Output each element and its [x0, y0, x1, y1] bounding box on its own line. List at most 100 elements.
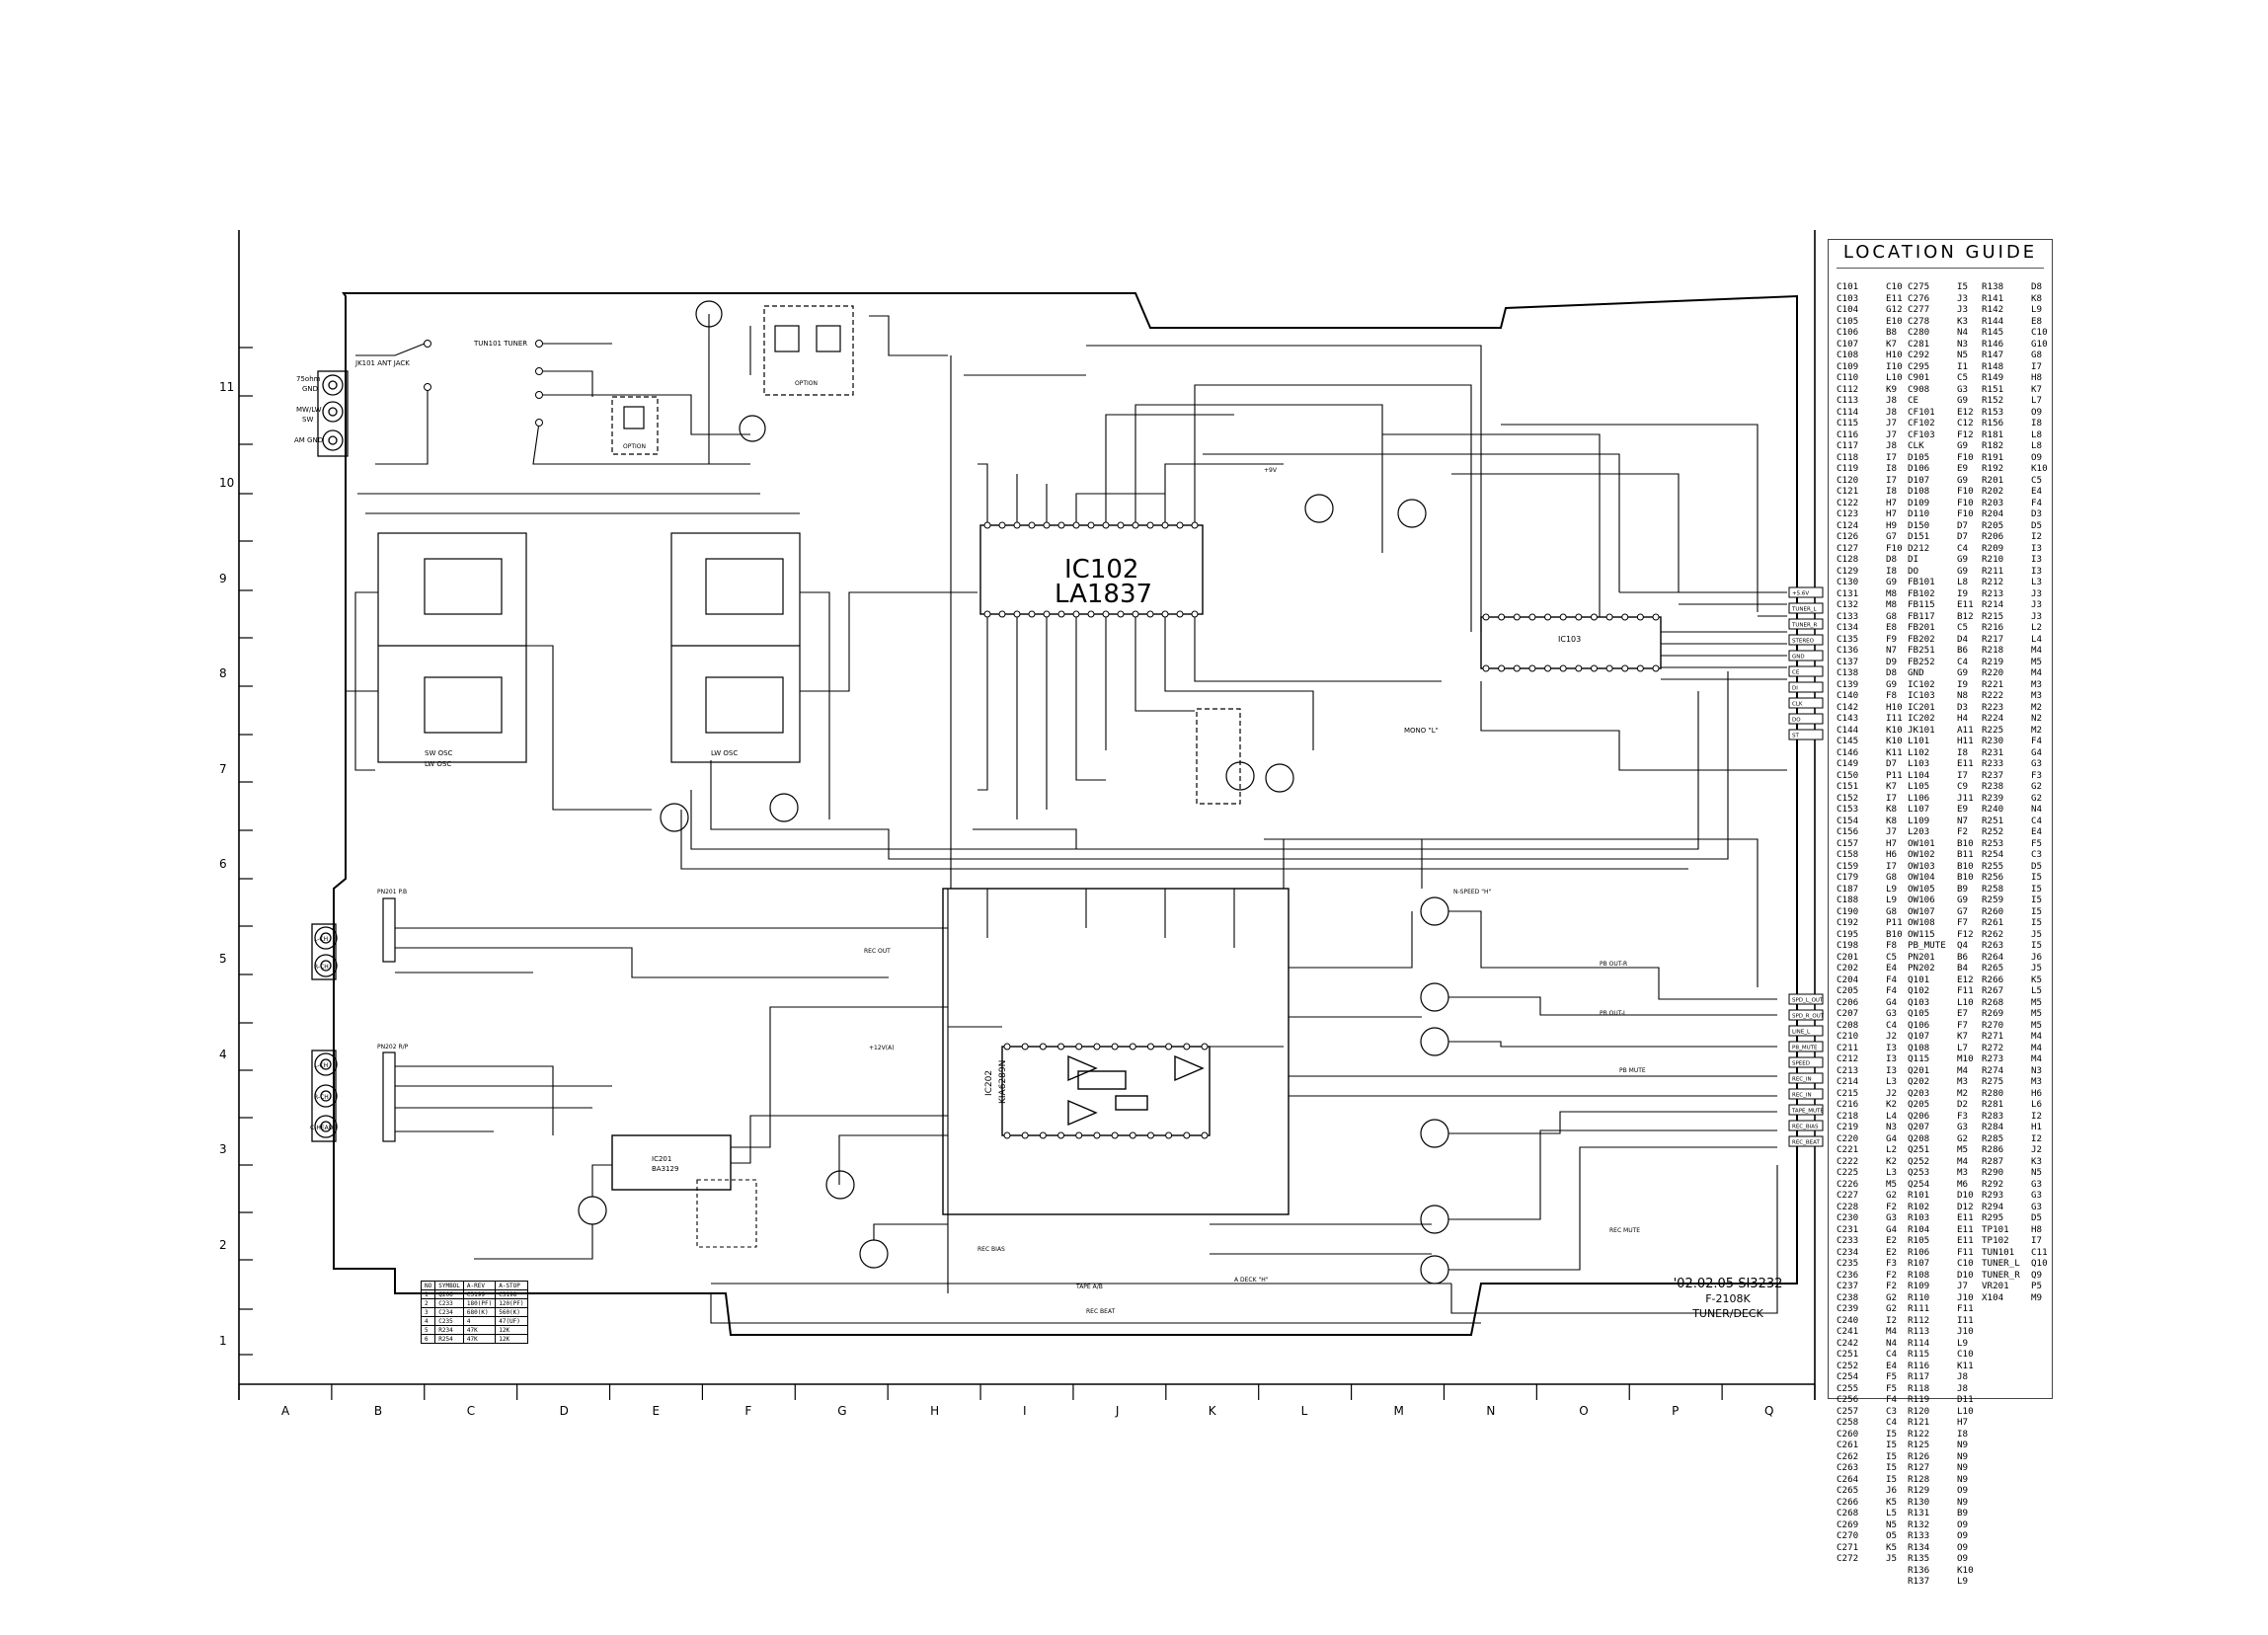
- location-guide-loc: E9: [1957, 804, 1969, 815]
- location-guide-ref: C211: [1837, 1042, 1859, 1053]
- location-guide-ref: IC201: [1908, 701, 1935, 713]
- location-guide-loc: B9: [1957, 883, 1969, 895]
- connector-pin-label: SPEED: [1792, 1061, 1810, 1067]
- location-guide-loc: I3: [1886, 1064, 1898, 1076]
- location-guide-loc: N3: [1957, 338, 1969, 350]
- location-guide-ref: R295: [1982, 1212, 2004, 1223]
- location-guide-ref: C103: [1837, 292, 1859, 304]
- ic103-package: [1480, 616, 1662, 669]
- ic102-ref: IC102: [1064, 555, 1138, 584]
- location-guide-ref: D108: [1908, 486, 1930, 497]
- column-label: F: [744, 1404, 751, 1418]
- location-guide-ref: R114: [1908, 1337, 1930, 1349]
- connector-label: 75ohm: [296, 375, 321, 383]
- location-guide-ref: FB202: [1908, 633, 1935, 645]
- location-guide-ref: C206: [1837, 996, 1859, 1008]
- location-guide-loc: I8: [1957, 1428, 1969, 1440]
- location-guide-loc: I5: [1886, 1440, 1898, 1450]
- jack-label: JK101 ANT JACK: [354, 359, 410, 367]
- location-guide-ref: C276: [1908, 292, 1930, 304]
- location-guide-loc: B12: [1957, 610, 1974, 622]
- location-guide-loc: L8: [2031, 428, 2043, 440]
- location-guide-ref: C134: [1837, 622, 1859, 633]
- location-guide-loc: H7: [1957, 1417, 1969, 1428]
- location-guide-loc: H11: [1957, 736, 1974, 746]
- location-guide-ref: R104: [1908, 1223, 1930, 1235]
- location-guide-loc: F10: [1957, 451, 1974, 463]
- location-guide-loc: F8: [1886, 690, 1898, 701]
- location-guide-ref: C151: [1837, 781, 1859, 792]
- location-guide-ref: R225: [1982, 724, 2004, 736]
- location-guide-loc: F2: [1886, 1269, 1898, 1281]
- location-guide-loc: N2: [2031, 713, 2043, 724]
- connector-pin: [1788, 1088, 1824, 1100]
- location-guide-loc: G8: [1886, 610, 1898, 622]
- location-guide-ref: C187: [1837, 883, 1859, 895]
- location-guide-loc: G9: [1957, 667, 1969, 678]
- location-guide-ref: C117: [1837, 440, 1859, 451]
- location-guide-loc: K7: [1957, 1031, 1969, 1042]
- location-guide-ref: C156: [1837, 826, 1859, 837]
- location-guide-ref: C263: [1837, 1462, 1859, 1473]
- location-guide-ref: R223: [1982, 701, 2004, 713]
- location-guide-loc: M5: [2031, 1019, 2043, 1031]
- location-guide-loc: I7: [2031, 1235, 2043, 1246]
- location-guide-loc: C4: [1957, 542, 1969, 554]
- location-guide-loc: I11: [1957, 1314, 1974, 1326]
- location-guide-loc: J6: [2031, 951, 2043, 963]
- location-guide-loc: G4: [2031, 746, 2043, 758]
- location-guide-loc: J3: [1957, 304, 1969, 315]
- location-guide-loc: B8: [1886, 327, 1898, 338]
- location-guide-loc: J3: [2031, 587, 2043, 599]
- location-guide-loc: I7: [2031, 360, 2043, 372]
- location-guide-ref: C265: [1837, 1485, 1859, 1496]
- location-guide-ref: L203: [1908, 826, 1930, 837]
- location-guide-loc: D12: [1957, 1201, 1974, 1212]
- option-table-cell: 47(UF): [495, 1316, 528, 1326]
- location-guide-ref: C295: [1908, 360, 1930, 372]
- location-guide-ref: R192: [1982, 463, 2004, 474]
- location-guide-loc: K7: [2031, 383, 2043, 395]
- connector-pin: [1788, 681, 1824, 693]
- connector-pin: [1788, 586, 1824, 598]
- location-guide-ref: R254: [1982, 849, 2004, 860]
- location-guide-loc: G4: [1886, 996, 1898, 1008]
- location-guide-loc: O9: [1957, 1485, 1969, 1496]
- location-guide-ref: C142: [1837, 701, 1859, 713]
- location-guide-ref: D106: [1908, 463, 1930, 474]
- location-guide-loc: I8: [1886, 463, 1898, 474]
- row-label: 9: [219, 572, 227, 585]
- location-guide-loc: K8: [1886, 815, 1898, 826]
- location-guide-loc: G3: [1886, 1008, 1898, 1019]
- location-guide-loc: L10: [1957, 1405, 1974, 1417]
- location-guide-ref: R272: [1982, 1042, 2004, 1053]
